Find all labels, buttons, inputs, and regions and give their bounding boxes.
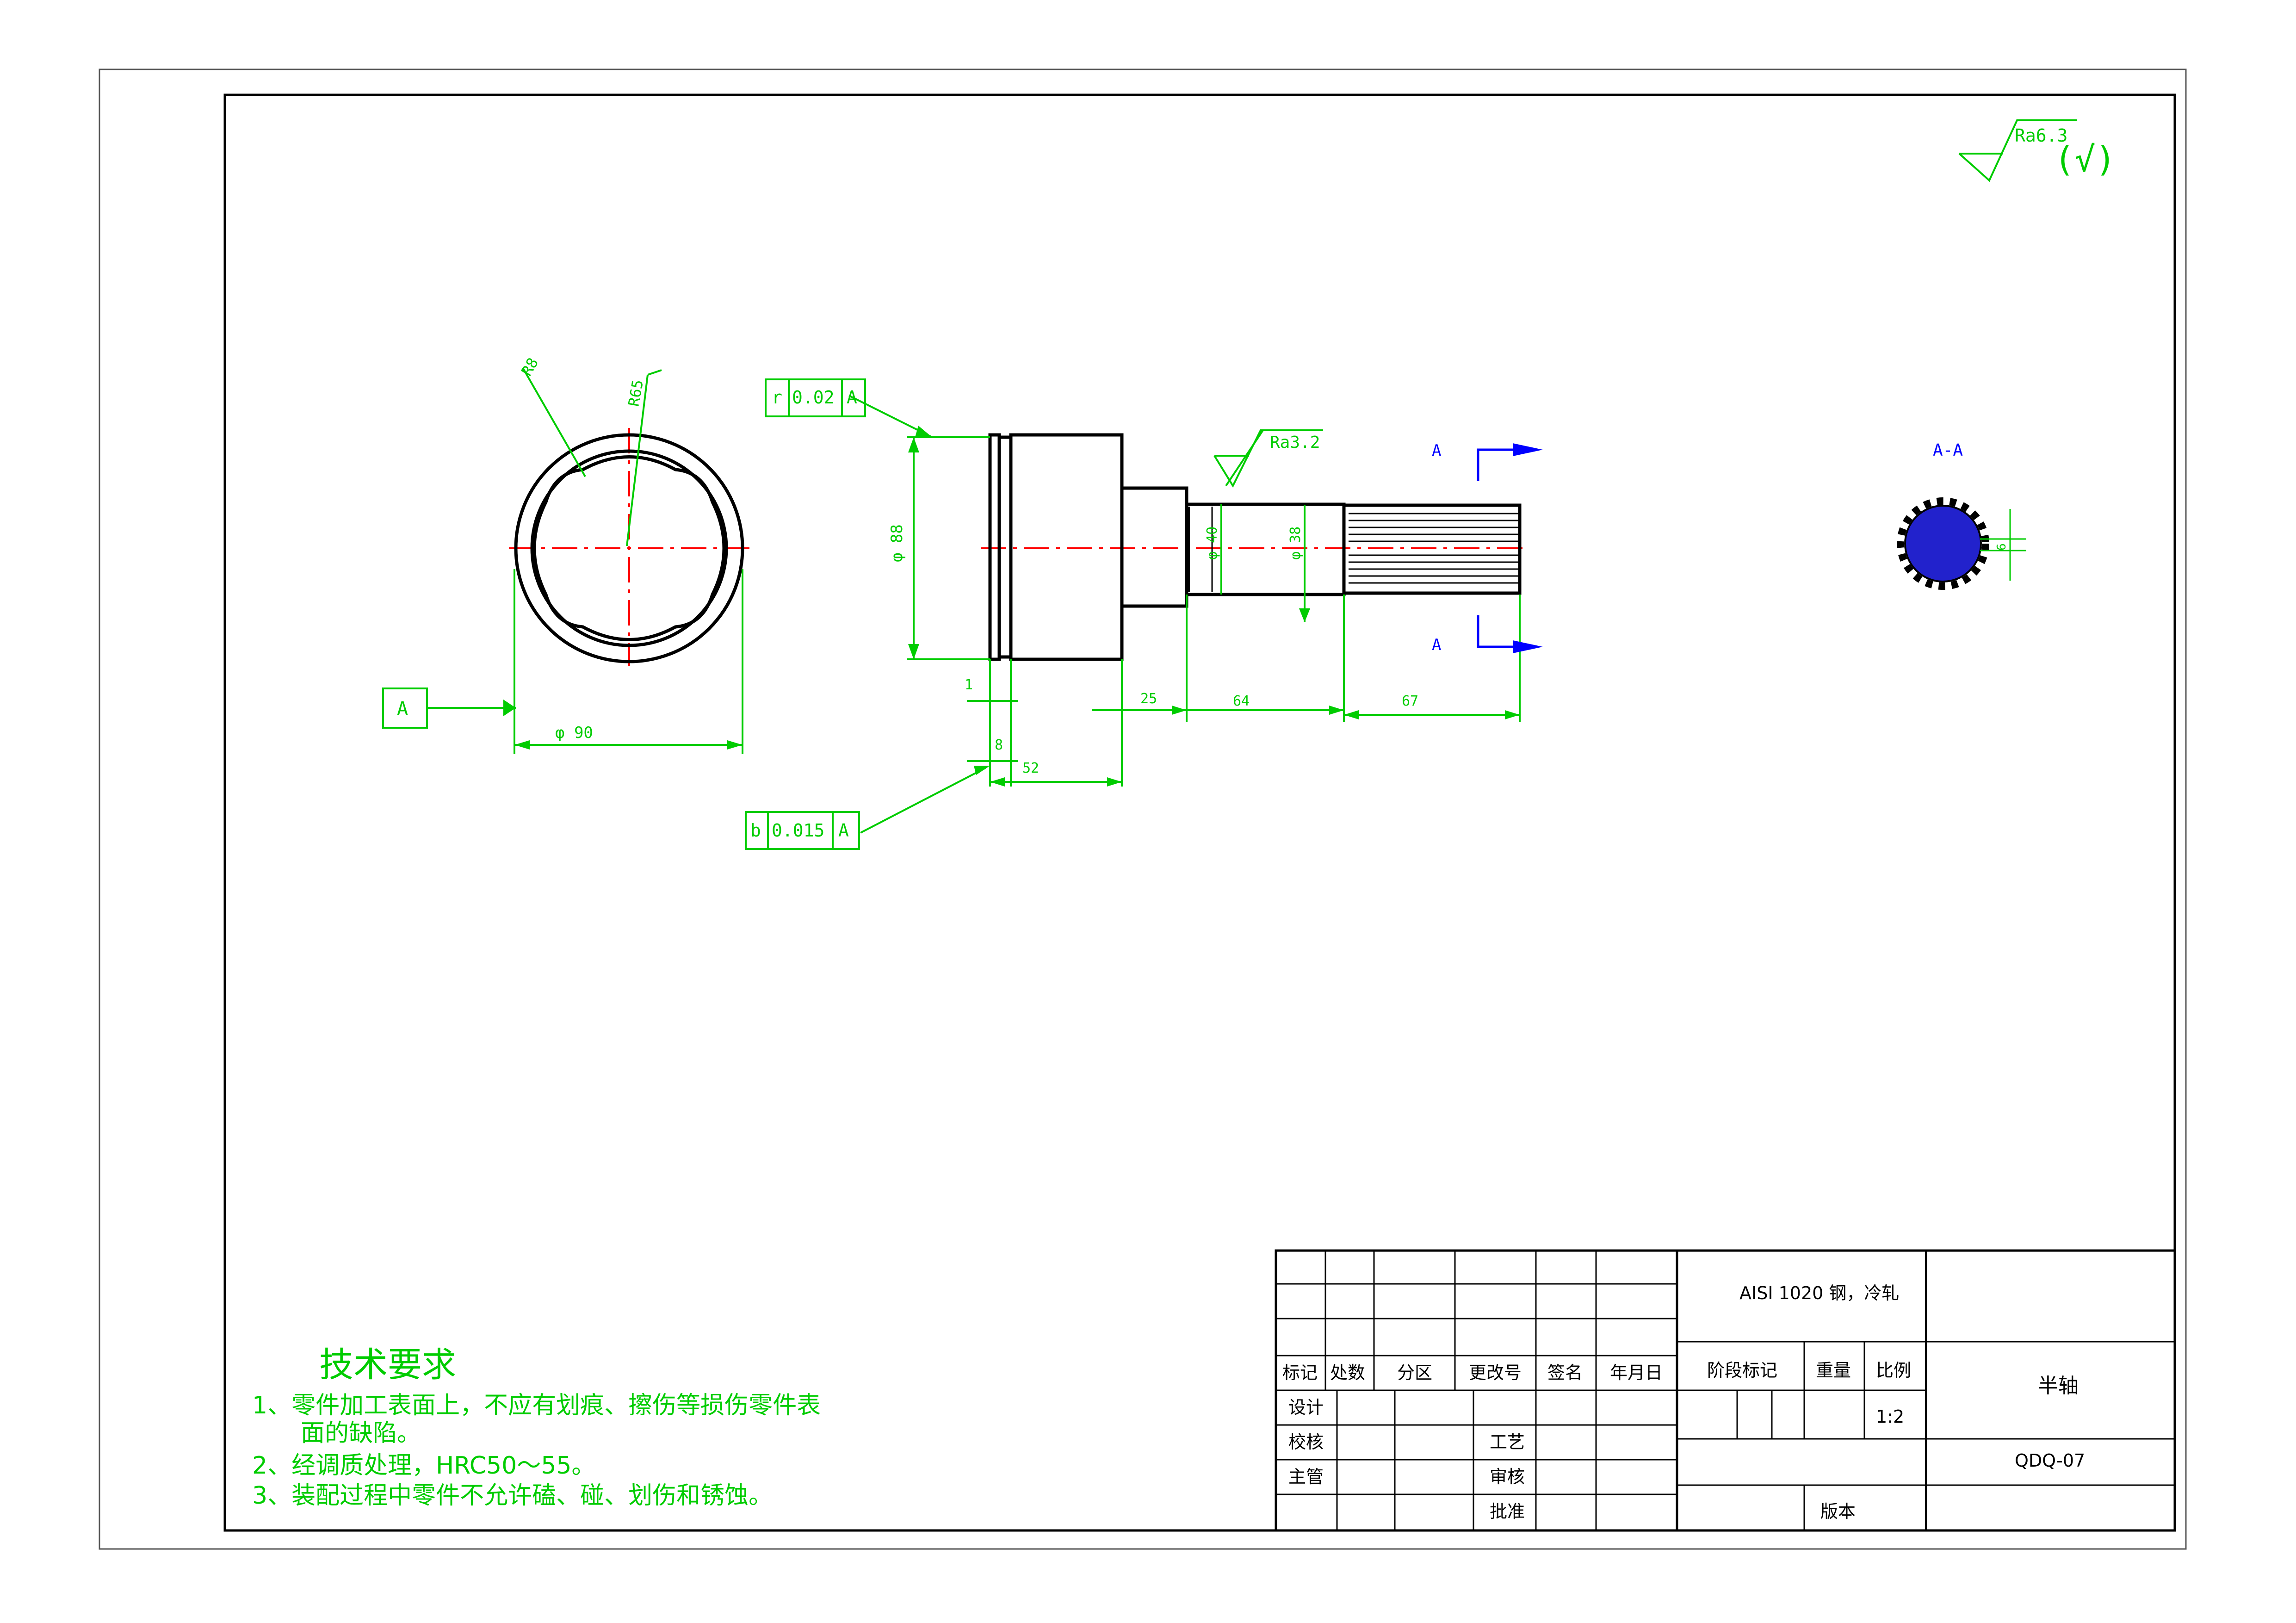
tech-notes-title: 技术要求	[319, 1345, 456, 1385]
section-view-a-a: A-A 6	[1897, 441, 2026, 590]
review-label: 审核	[1490, 1467, 1525, 1487]
section-label-top: A	[1432, 441, 1441, 460]
approve-label: 批准	[1490, 1501, 1525, 1522]
section-label-bottom: A	[1432, 636, 1441, 654]
spline-teeth-ring	[1897, 497, 1989, 590]
tech-note-line-4: 3、装配过程中零件不允许磕、碰、划伤和锈蚀。	[252, 1482, 773, 1510]
spline-section-core	[1905, 506, 1981, 582]
end-view: R8 R65 φ 90 A	[382, 355, 749, 754]
shaft-shoulder	[1120, 486, 1188, 608]
process-label: 工艺	[1490, 1432, 1525, 1452]
header-signature: 签名	[1547, 1363, 1583, 1383]
technical-requirements: 技术要求 1、零件加工表面上，不应有划痕、擦伤等损伤零件表 面的缺陷。 2、经调…	[252, 1345, 821, 1510]
dim-67: 67	[1402, 693, 1418, 709]
scale-value: 1:2	[1876, 1406, 1904, 1427]
spline-width-label: 6	[1995, 543, 2009, 551]
supervisor-label: 主管	[1288, 1467, 1324, 1487]
tolerance-bottom-value: 0.015	[772, 820, 824, 841]
dim-1: 1	[965, 677, 973, 693]
datum-a-label: A	[397, 698, 408, 719]
material-label: AISI 1020 钢，冷轧	[1739, 1283, 1899, 1303]
tolerance-top-symbol: r	[772, 387, 782, 408]
tolerance-frame-top	[765, 378, 866, 417]
header-zone: 分区	[1397, 1363, 1432, 1383]
dia-88-label: φ 88	[888, 524, 906, 562]
general-roughness-label: Ra6.3	[2015, 125, 2067, 146]
weight-label: 重量	[1816, 1360, 1851, 1381]
ratio-label: 比例	[1876, 1360, 1911, 1381]
part-name: 半轴	[2038, 1374, 2079, 1398]
section-markers: A A	[1432, 441, 1543, 654]
check-label: 校核	[1288, 1432, 1324, 1452]
general-surface-finish	[1958, 119, 2077, 182]
dia-40-label: φ 40	[1204, 527, 1220, 560]
design-label: 设计	[1288, 1397, 1324, 1418]
header-date: 年月日	[1610, 1363, 1663, 1383]
dim-64: 64	[1233, 693, 1250, 709]
dim-8: 8	[995, 737, 1003, 753]
drawing-number: QDQ-07	[2015, 1450, 2085, 1471]
shaft-hub	[1009, 433, 1124, 661]
tech-note-line-2: 面的缺陷。	[301, 1419, 421, 1447]
inner-frame	[223, 93, 2176, 1532]
front-view: Ra3.2 φ 88 φ 40 φ 38 1 8 52 25 64 67 r 0…	[745, 378, 1527, 850]
title-block	[1275, 1249, 2176, 1532]
shaft-flange	[997, 435, 1013, 659]
tech-note-line-3: 2、经调质处理，HRC50～55。	[252, 1452, 595, 1480]
dia-38-label: φ 38	[1287, 527, 1304, 560]
header-count: 处数	[1330, 1363, 1365, 1383]
title-block-text: AISI 1020 钢，冷轧 半轴 QDQ-07 1:2 标记 处数 分区 更改…	[1282, 1283, 2085, 1522]
end-view-hex-profile	[532, 455, 726, 641]
tolerance-bottom-datum: A	[838, 820, 849, 841]
tolerance-top-datum: A	[847, 387, 857, 408]
tech-note-line-1: 1、零件加工表面上，不应有划痕、擦伤等损伤零件表	[252, 1392, 821, 1419]
tolerance-top-value: 0.02	[792, 387, 835, 408]
section-view-title: A-A	[1933, 441, 1963, 460]
header-change-no: 更改号	[1469, 1363, 1522, 1383]
general-roughness-note: (√)	[2054, 140, 2116, 180]
tolerance-bottom-symbol: b	[750, 820, 761, 841]
end-view-inner-circle	[530, 449, 728, 647]
datum-a-box	[382, 688, 428, 729]
end-view-diameter: φ 90	[555, 724, 593, 742]
header-mark: 标记	[1282, 1363, 1318, 1383]
tolerance-frame-bottom	[745, 811, 860, 850]
dim-52: 52	[1022, 760, 1039, 776]
end-view-outer-circle	[514, 433, 744, 663]
shaft-roughness-label: Ra3.2	[1270, 433, 1320, 452]
stage-mark-label: 阶段标记	[1707, 1360, 1777, 1381]
outer-frame	[99, 68, 2187, 1550]
version-label: 版本	[1820, 1501, 1856, 1522]
end-view-radius-r8: R8	[518, 355, 542, 379]
dim-25: 25	[1140, 691, 1157, 707]
shaft-spline-end	[1342, 503, 1522, 595]
